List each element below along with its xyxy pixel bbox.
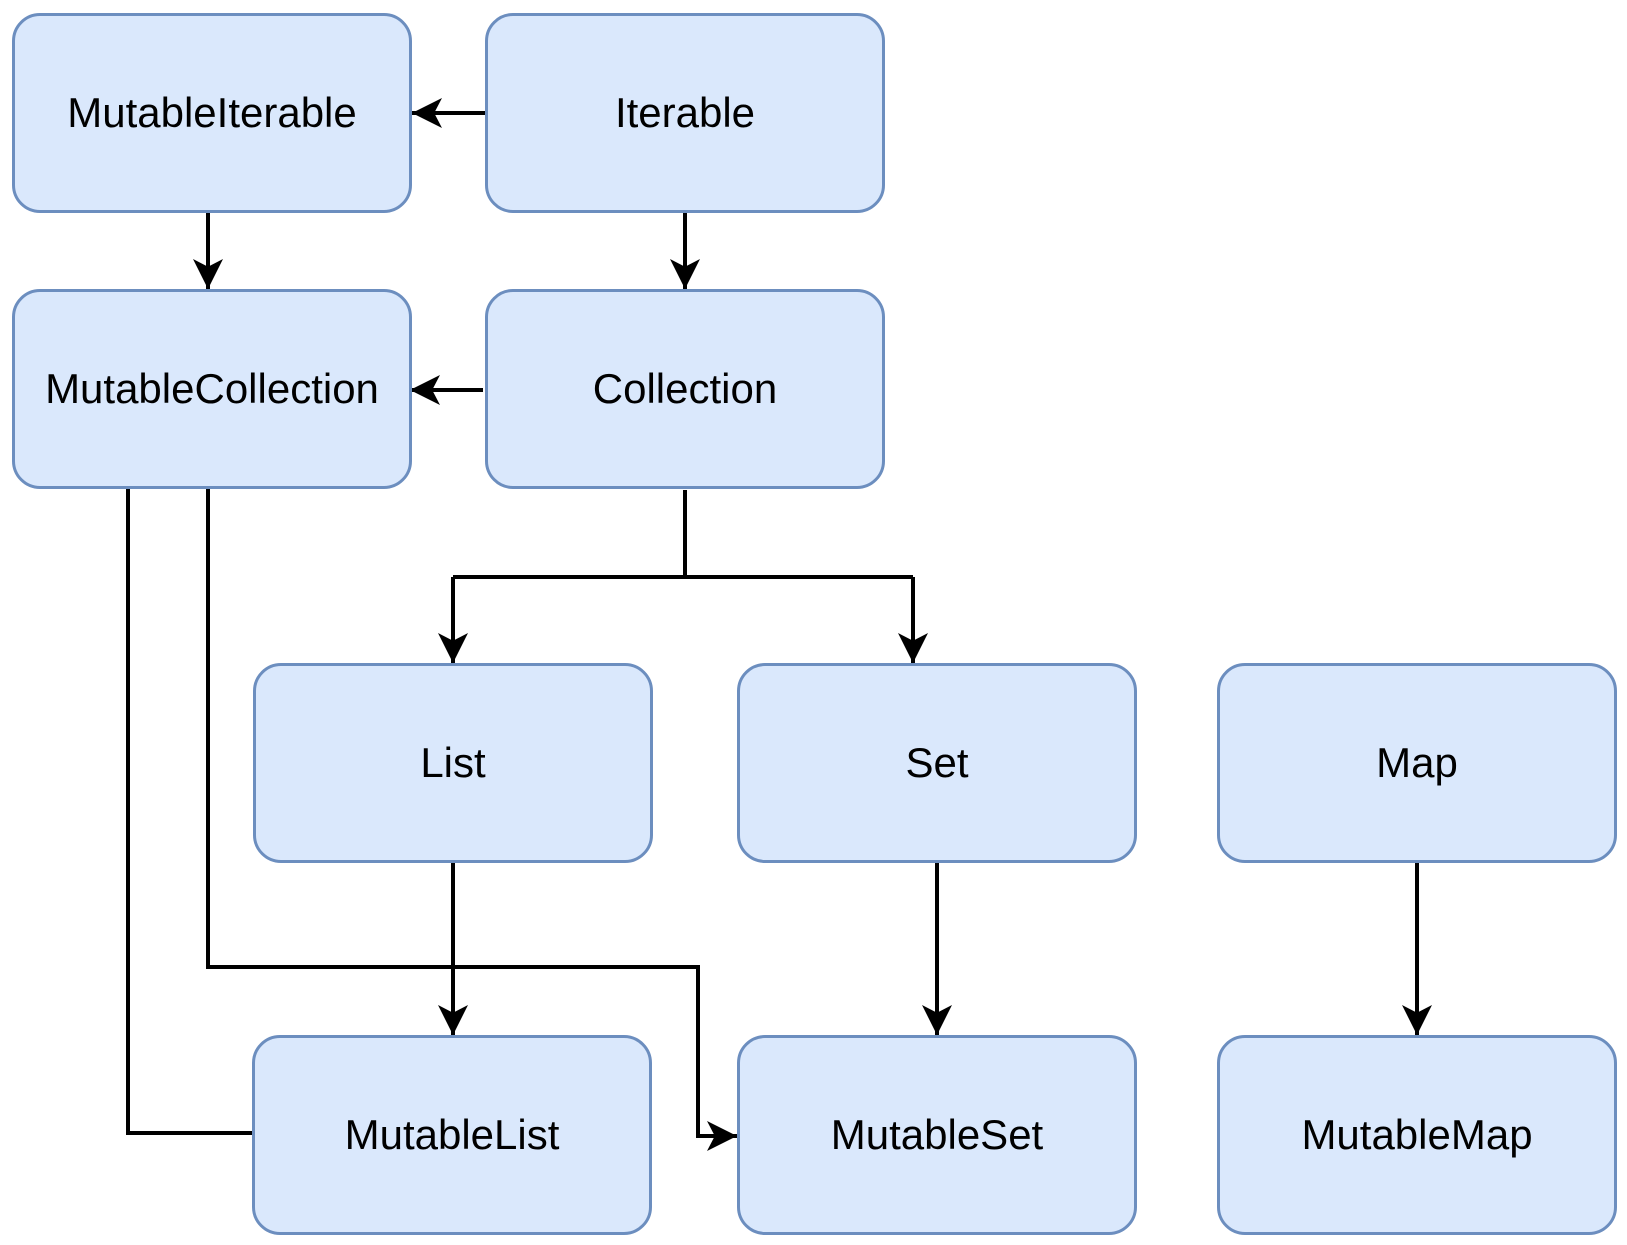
node-label: MutableIterable	[67, 89, 357, 136]
node-label: Set	[905, 739, 969, 786]
node-label: Iterable	[614, 89, 756, 136]
node-label: Map	[1376, 739, 1458, 786]
node-label: MutableCollection	[45, 365, 379, 412]
node-map: Map	[1217, 663, 1617, 863]
node-mutable-collection: MutableCollection	[12, 289, 412, 489]
node-mutable-map: MutableMap	[1217, 1035, 1617, 1235]
edge-mutablecollection-to-mutablelist	[126, 489, 252, 1135]
node-mutable-iterable: MutableIterable	[12, 13, 412, 213]
edge-mutablecollection-to-mutableset	[206, 489, 737, 1151]
node-label: MutableList	[344, 1111, 560, 1158]
node-label: List	[420, 739, 486, 786]
node-iterable: Iterable	[485, 13, 885, 213]
node-label: MutableMap	[1301, 1111, 1533, 1158]
node-label: Collection	[592, 365, 778, 412]
node-mutable-list: MutableList	[252, 1035, 652, 1235]
node-label: MutableSet	[830, 1111, 1044, 1158]
node-collection: Collection	[485, 289, 885, 489]
node-list: List	[253, 663, 653, 863]
node-mutable-set: MutableSet	[737, 1035, 1137, 1235]
node-set: Set	[737, 663, 1137, 863]
